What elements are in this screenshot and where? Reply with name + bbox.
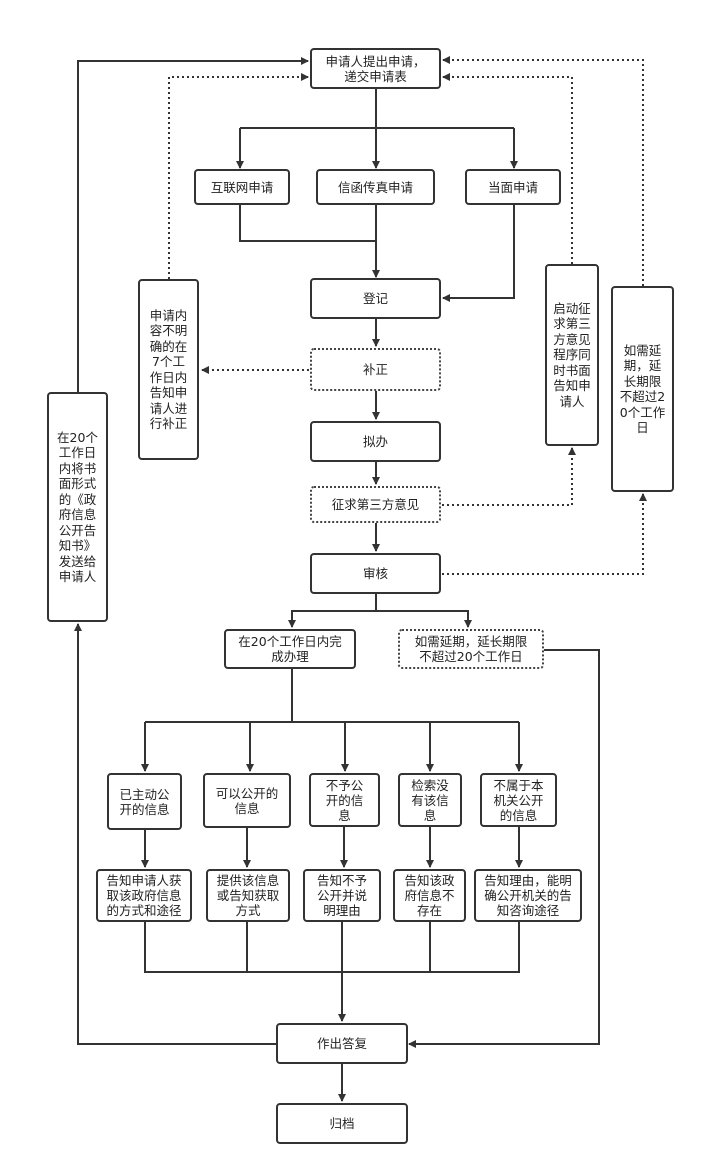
node-inperson: 当面申请 — [465, 169, 561, 205]
node-internet: 互联网申请 — [194, 169, 290, 205]
node-cat1: 已主动公 开的信息 — [107, 773, 182, 830]
node-register: 登记 — [310, 278, 441, 319]
edge-res1-merge — [144, 922, 520, 973]
node-letter: 信函传真申请 — [316, 169, 435, 205]
edge-thirdnotify-apply — [442, 73, 573, 264]
node-archive: 归档 — [276, 1103, 408, 1144]
node-extend-note: 如需延期，延长期限不超过20个工作日 — [611, 286, 674, 492]
node-cat5: 不属于本 机关公开 的信息 — [480, 773, 557, 827]
node-extend: 如需延期，延长期限 不超过20个工作日 — [398, 629, 544, 669]
edge-unclear-apply — [168, 73, 309, 279]
node-third-party: 征求第三方意见 — [310, 486, 441, 523]
node-cat4: 检索没 有该信 息 — [398, 773, 462, 827]
node-notice-send: 在20个工作日内将书面形式的《政府信息公开告知书》发送给申请人 — [47, 392, 108, 622]
node-res5: 告知理由，能明 确公开机关的告 知咨询途径 — [474, 869, 582, 922]
edge-third-thirdnotify — [442, 447, 576, 506]
node-cat2: 可以公开的 信息 — [203, 773, 291, 828]
node-handle: 拟办 — [310, 421, 441, 462]
edge-review-extend — [376, 610, 472, 628]
node-correct: 补正 — [310, 348, 441, 391]
edge-extendnote-apply — [442, 56, 644, 286]
node-unclear: 申请内容不明确的在7个工作日内告知申请人进行补正 — [138, 279, 199, 460]
edge-notice-apply — [77, 57, 309, 392]
node-apply: 申请人提出申请， 递交申请表 — [310, 48, 441, 89]
node-reply: 作出答复 — [276, 1023, 408, 1064]
node-res4: 告知该政 府信息不 存在 — [393, 869, 466, 922]
edge-review-extendnote — [442, 493, 647, 575]
node-res3: 告知不予 公开并说 明理由 — [303, 869, 381, 922]
edge-reply-notice — [74, 623, 276, 1045]
edge-inperson-register — [442, 205, 515, 302]
edge-extend-reply — [408, 649, 600, 1048]
edge-internet-register — [239, 205, 376, 242]
edge-review-split — [288, 594, 377, 628]
node-res2: 提供该信息 或告知获取 方式 — [206, 869, 290, 922]
node-review: 审核 — [310, 553, 441, 594]
node-third-notify: 启动征求第三方意见程序同时书面告知申请人 — [545, 264, 599, 446]
node-res1: 告知申请人获 取该政府信息 的方式和途径 — [96, 869, 192, 922]
node-cat3: 不予公 开的信 息 — [309, 773, 380, 827]
node-complete20: 在20个工作日内完 成办理 — [224, 629, 356, 669]
